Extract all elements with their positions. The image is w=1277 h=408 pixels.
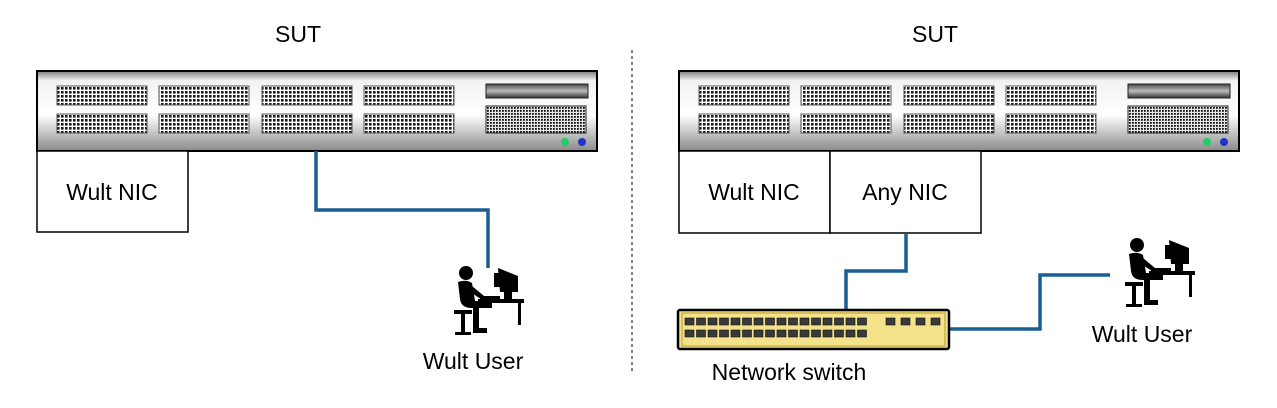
switch-port xyxy=(707,329,718,338)
right-wult-nic: Wult NIC xyxy=(678,150,831,234)
right-wult-user-label: Wult User xyxy=(1092,321,1193,347)
switch-port xyxy=(753,317,764,326)
switch-port xyxy=(915,317,926,326)
right-wult-nic-label: Wult NIC xyxy=(708,179,800,205)
switch-port xyxy=(742,317,752,326)
right-user-at-computer-icon xyxy=(1125,238,1195,307)
network-switch-label: Network switch xyxy=(712,359,867,385)
switch-port xyxy=(857,329,867,338)
switch-port xyxy=(753,329,764,338)
left-wult-nic: Wult NIC xyxy=(36,150,189,233)
switch-port xyxy=(684,317,695,326)
switch-port xyxy=(719,329,729,338)
nic-to-switch-cable xyxy=(844,233,908,311)
right-sut-label: SUT xyxy=(912,21,958,47)
switch-port xyxy=(730,317,741,326)
switch-port xyxy=(900,317,911,326)
left-wult-nic-label: Wult NIC xyxy=(66,179,158,205)
switch-to-user-cable xyxy=(948,273,1110,331)
switch-port xyxy=(684,329,695,338)
switch-port xyxy=(845,317,856,326)
switch-port xyxy=(788,329,798,338)
switch-port xyxy=(719,317,729,326)
switch-port xyxy=(765,329,775,338)
left-wult-user-label: Wult User xyxy=(423,348,524,374)
switch-port xyxy=(834,329,844,338)
switch-port xyxy=(707,317,718,326)
right-setup: SUT Wult NIC Any NIC Network switch Wult… xyxy=(676,21,1240,385)
switch-port xyxy=(822,329,833,338)
switch-port xyxy=(776,317,787,326)
left-user-at-computer-icon xyxy=(454,266,524,335)
switch-port xyxy=(845,329,856,338)
network-switch-icon xyxy=(676,308,951,351)
left-sut-label: SUT xyxy=(275,21,321,47)
switch-port xyxy=(799,317,810,326)
switch-port xyxy=(788,317,798,326)
right-any-nic: Any NIC xyxy=(829,150,982,234)
left-setup: SUT Wult NIC Wult User xyxy=(36,21,598,374)
switch-port xyxy=(742,329,752,338)
switch-port xyxy=(822,317,833,326)
switch-port xyxy=(834,317,844,326)
switch-port xyxy=(930,317,941,326)
switch-port xyxy=(696,329,706,338)
switch-port xyxy=(885,317,896,326)
left-network-cable xyxy=(314,151,490,268)
switch-port xyxy=(811,329,821,338)
switch-port xyxy=(696,317,706,326)
switch-port xyxy=(857,317,867,326)
right-any-nic-label: Any NIC xyxy=(862,179,948,205)
left-server-icon xyxy=(36,70,598,152)
right-server-icon xyxy=(678,70,1240,152)
switch-port xyxy=(811,317,821,326)
switch-port xyxy=(765,317,775,326)
switch-port xyxy=(799,329,810,338)
switch-port xyxy=(730,329,741,338)
switch-port xyxy=(776,329,787,338)
